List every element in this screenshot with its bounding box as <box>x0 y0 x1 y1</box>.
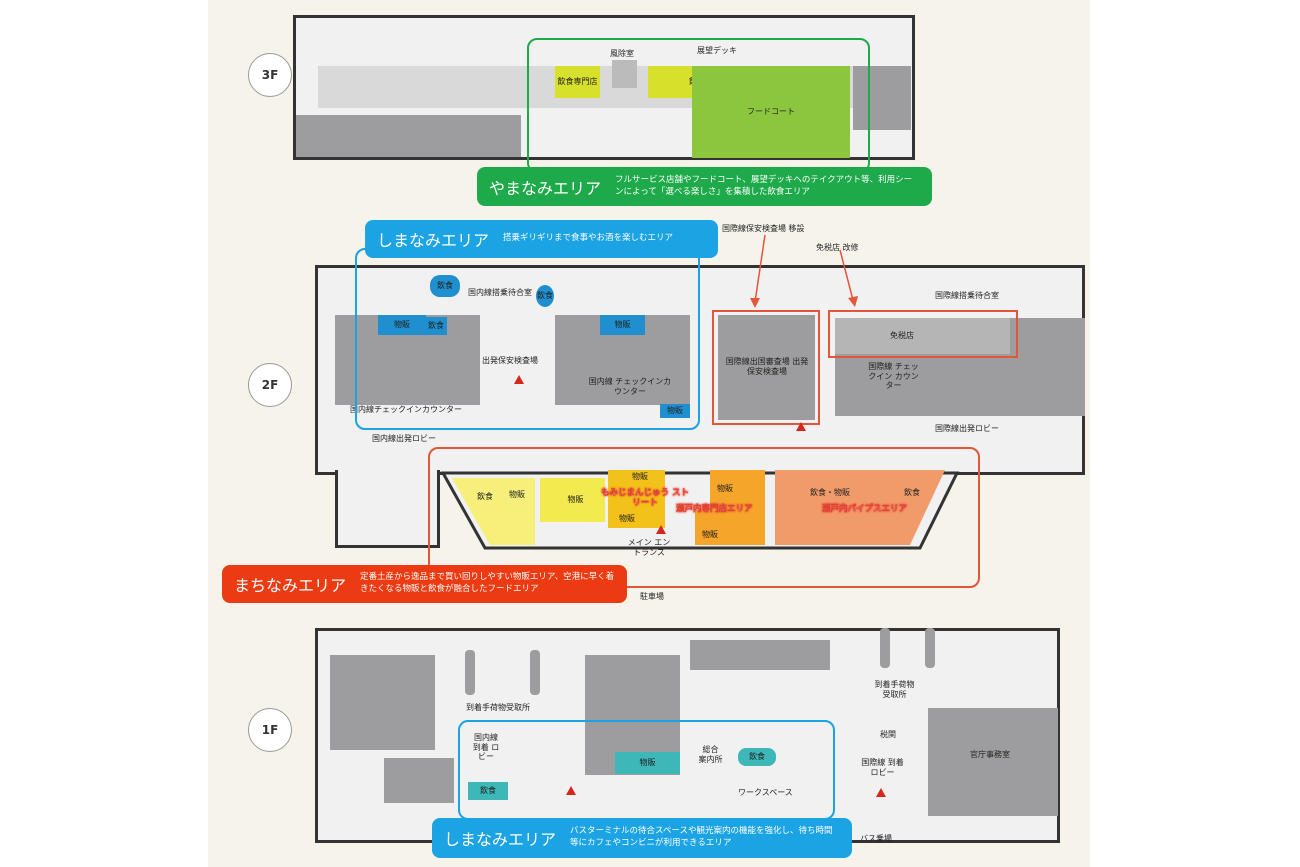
floor-3f-block <box>853 66 911 130</box>
shop-2f-goods: 物販 <box>660 404 690 418</box>
main-entrance-label: メイン エントランス <box>627 538 671 557</box>
floor-2f-commercial-zone <box>440 470 960 550</box>
area-title: しまなみエリア <box>377 231 490 250</box>
intl-wait-label: 国際線搭乗待合室 <box>935 291 999 300</box>
area-title: まちなみエリア <box>234 576 347 595</box>
food-court: フードコート <box>692 66 850 158</box>
duty-free-block <box>835 318 1010 354</box>
entrance-marker-icon <box>514 375 524 384</box>
setouchi-shop-area-label: 瀬戸内専門店エリア <box>676 504 753 514</box>
floor-1f-block <box>690 640 830 670</box>
annotation-arrows <box>750 234 858 308</box>
area-description: 定番土産から逸品まで買い回りしやすい物販エリア、空港に早く着きたくなる物販と飲食… <box>360 572 615 594</box>
dom-arrival-label: 国内線 到着 ロビー <box>472 733 500 762</box>
floor-3f-block <box>296 115 521 157</box>
baggage-claim-intl-label: 到着手荷物 受取所 <box>874 680 915 699</box>
shop-2f-goods: 物販 <box>717 484 733 494</box>
area-title: やまなみエリア <box>489 178 602 198</box>
shop-2f-goods: 物販 <box>567 495 584 505</box>
dutyfree-label: 免税店 <box>890 331 914 340</box>
info-center-label: 総合 案内所 <box>698 745 723 764</box>
yamanami-area-outline <box>527 38 870 173</box>
baggage-claim-dom-label: 到着手荷物受取所 <box>466 703 530 712</box>
intl-immigration-block <box>718 315 815 420</box>
baggage-carousel <box>880 628 890 668</box>
intl-security-highlight <box>712 310 820 425</box>
entrance-marker-icon <box>876 788 886 797</box>
shop-2f-goods: 物販 <box>509 490 525 500</box>
dom-security-label: 出発保安検査場 <box>482 356 538 365</box>
shop-2f-food-goods: 飲食・物販 <box>810 488 850 498</box>
entrance-marker-icon <box>566 786 576 795</box>
baggage-carousel <box>925 628 935 668</box>
shop-2f-goods: 物販 <box>378 315 426 335</box>
wind-room-label: 風除室 <box>610 49 634 58</box>
deck-label: 展望デッキ <box>697 46 737 55</box>
dutyfree-renovation-label: 免税店 改修 <box>816 243 859 252</box>
intl-lobby-label: 国際線出発ロビー <box>935 424 999 433</box>
shop-2f-goods: 物販 <box>619 514 635 524</box>
area-title: しまなみエリア <box>444 830 557 849</box>
machinami-area-banner: まちなみエリア 定番土産から逸品まで買い回りしやすい物販エリア、空港に早く着きた… <box>222 565 627 603</box>
shimanami-2f-outline <box>355 248 700 430</box>
shop-2f-food: 飲食 <box>425 317 447 335</box>
floor-2f-wing <box>335 470 440 548</box>
area-description: 搭乗ギリギリまで食事やお酒を楽しむエリア <box>503 233 674 244</box>
shop-2f-goods: 物販 <box>600 315 645 335</box>
yamanami-area-banner: やまなみエリア フルサービス店舗やフードコート、展望デッキへのテイクアウト等、利… <box>477 167 932 206</box>
dom-wait-label: 国内線搭乗待合室 <box>468 288 532 297</box>
customs-label: 税関 <box>880 730 896 739</box>
machinami-area-outline <box>428 447 980 588</box>
shop-3f-restaurant-1: 飲食専門店 <box>555 66 600 98</box>
shop-2f-food: 飲食 <box>477 492 493 502</box>
workspace-label: ワークスペース <box>738 788 793 797</box>
shop-2f-food: 飲食 <box>904 488 920 498</box>
setouchi-pipe-area-label: 瀬戸内パイプスエリア <box>822 504 908 514</box>
intl-security-move-label: 国際線保安検査場 移設 <box>722 224 805 233</box>
baggage-carousel <box>530 650 540 695</box>
gov-office-label: 官庁事務室 <box>970 750 1010 759</box>
gov-office-block <box>928 708 1058 816</box>
baggage-carousel <box>465 650 475 695</box>
floor-badge-1f: 1F <box>248 708 292 752</box>
entrance-marker-icon <box>796 422 806 431</box>
floor-badge-2f: 2F <box>248 363 292 407</box>
shimanami-2f-banner: しまなみエリア 搭乗ギリギリまで食事やお酒を楽しむエリア <box>365 220 718 258</box>
intl-checkin-label: 国際線 チェックイン カウンター <box>868 362 919 391</box>
shimanami-1f-outline <box>458 720 835 820</box>
shop-1f-food: 飲食 <box>738 748 776 766</box>
shop-2f-food: 飲食 <box>430 275 460 297</box>
shop-2f-goods: 物販 <box>632 472 648 482</box>
area-description: フルサービス店舗やフードコート、展望デッキへのテイクアウト等、利用シーンによって… <box>615 174 913 197</box>
momiji-street-label: もみじまんじゅう ストリート <box>601 488 689 509</box>
intl-immigration-label: 国際線出国審査場 出発保安検査場 <box>725 357 809 376</box>
area-description: バスターミナルの待合スペースや観光案内の機能を強化し、待ち時間等にカフェやコンビ… <box>570 826 833 848</box>
floor-badge-3f: 3F <box>248 53 292 97</box>
floor-1f-block <box>330 655 435 750</box>
floor-1f-block <box>384 758 454 803</box>
entrance-marker-icon <box>656 525 666 534</box>
wind-room <box>612 60 637 88</box>
shop-1f-food: 飲食 <box>468 782 508 800</box>
dutyfree-highlight <box>828 310 1018 358</box>
dom-checkin-left-label: 国内線チェックインカウンター <box>350 405 462 414</box>
dom-checkin-label: 国内線 チェックインカウンター <box>588 377 672 396</box>
shimanami-1f-banner: しまなみエリア バスターミナルの待合スペースや観光案内の機能を強化し、待ち時間等… <box>432 818 852 858</box>
shop-2f-food: 飲食 <box>536 285 554 307</box>
parking-label: 駐車場 <box>640 592 664 601</box>
shop-1f-goods: 物販 <box>615 752 680 774</box>
bus-stop-label: バス乗場 <box>860 834 892 843</box>
dom-lobby-label: 国内線出発ロビー <box>372 434 436 443</box>
shop-2f-goods: 物販 <box>702 530 718 540</box>
intl-arrival-label: 国際線 到着ロビー <box>861 758 904 777</box>
